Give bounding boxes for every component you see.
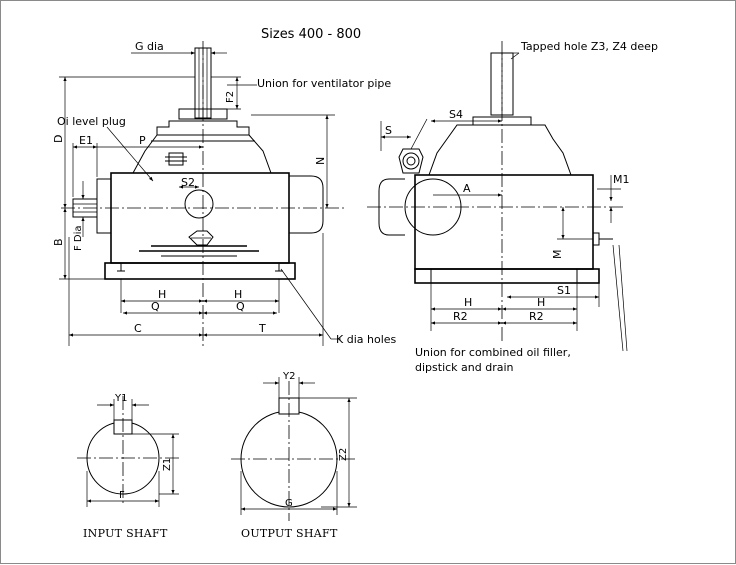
front-base bbox=[104, 262, 296, 280]
dim-y1: Y1 bbox=[114, 393, 127, 404]
dim-c: C bbox=[134, 322, 142, 335]
dim-e1: E1 bbox=[79, 134, 93, 147]
callout-oil-level-plug: Oi level plug bbox=[57, 115, 126, 128]
dim-z1: Z1 bbox=[162, 458, 173, 471]
dim-p: P bbox=[139, 134, 146, 147]
dim-h-right: H bbox=[234, 288, 242, 301]
dim-s1: S1 bbox=[557, 284, 571, 297]
dim-d: D bbox=[52, 135, 65, 143]
dim-g-shaft: G bbox=[285, 498, 293, 509]
dim-g-dia: G dia bbox=[135, 40, 164, 53]
dim-s: S bbox=[385, 124, 392, 137]
side-base bbox=[414, 268, 600, 284]
input-shaft-section: Y1 Z1 F INPUT SHAFT bbox=[77, 393, 179, 540]
dim-a: A bbox=[463, 182, 471, 195]
caption-output-shaft: OUTPUT SHAFT bbox=[241, 527, 338, 540]
dim-f-shaft: F bbox=[119, 490, 125, 501]
dim-q-left: Q bbox=[151, 300, 160, 313]
dim-r2-right: R2 bbox=[529, 310, 544, 323]
callout-union-combined-line2: dipstick and drain bbox=[415, 361, 514, 374]
dim-t: T bbox=[258, 322, 266, 335]
front-view: G dia F2 D B F Dia E1 P Oi level plug S2 bbox=[52, 40, 397, 346]
side-housing bbox=[414, 174, 594, 270]
oil-level-plug-hex bbox=[188, 230, 214, 246]
dim-m1: M1 bbox=[613, 173, 630, 186]
callout-union-combined-line1: Union for combined oil filler, bbox=[415, 346, 571, 359]
dim-s2: S2 bbox=[181, 176, 195, 189]
dim-m: M bbox=[551, 250, 564, 260]
dim-b: B bbox=[52, 238, 65, 246]
dim-h2-left: H bbox=[464, 296, 472, 309]
dim-z2: Z2 bbox=[338, 448, 349, 461]
dim-r2-left: R2 bbox=[453, 310, 468, 323]
callout-tapped-hole: Tapped hole Z3, Z4 deep bbox=[520, 40, 658, 53]
ventilator-union bbox=[168, 152, 184, 166]
drawing-title: Sizes 400 - 800 bbox=[261, 27, 361, 42]
dim-q-right: Q bbox=[236, 300, 245, 313]
dim-h2-right: H bbox=[537, 296, 545, 309]
dim-f-dia: F Dia bbox=[73, 225, 84, 251]
output-shaft-section: Y2 Z2 G OUTPUT SHAFT bbox=[231, 371, 357, 540]
dim-n: N bbox=[314, 157, 327, 165]
callout-k-dia-holes: K dia holes bbox=[336, 333, 397, 346]
dim-h-left: H bbox=[158, 288, 166, 301]
dim-s4: S4 bbox=[449, 108, 463, 121]
dim-y2: Y2 bbox=[282, 371, 295, 382]
side-dome-cover bbox=[428, 116, 572, 176]
callout-union-ventilator: Union for ventilator pipe bbox=[257, 77, 391, 90]
side-view: Tapped hole Z3, Z4 deep S4 S A M1 M S1 H… bbox=[367, 40, 658, 374]
dim-f2: F2 bbox=[225, 91, 236, 103]
caption-input-shaft: INPUT SHAFT bbox=[83, 527, 168, 540]
bearing-circle bbox=[184, 189, 214, 219]
